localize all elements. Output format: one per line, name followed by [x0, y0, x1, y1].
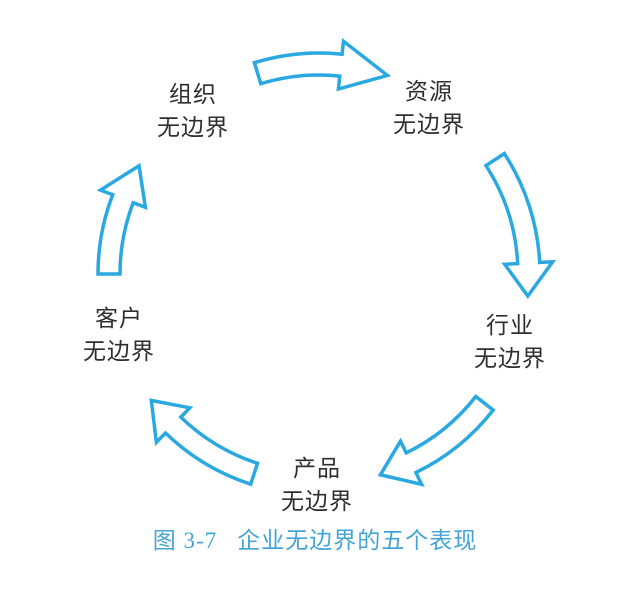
arrow-product-to-customer: [149, 398, 260, 487]
node-customer-line1: 客户: [95, 306, 143, 331]
node-customer-line2: 无边界: [83, 339, 155, 364]
node-product-line1: 产品: [293, 456, 341, 481]
node-industry-line2: 无边界: [474, 346, 546, 371]
node-industry: 行业 无边界: [474, 309, 546, 375]
arrow-resource-to-industry: [483, 151, 557, 299]
node-customer: 客户 无边界: [83, 302, 155, 368]
figure-caption: 图 3-7 企业无边界的五个表现: [153, 521, 477, 555]
node-resource-line2: 无边界: [393, 112, 465, 137]
node-industry-line1: 行业: [486, 313, 534, 338]
figure-title: 企业无边界的五个表现: [237, 528, 478, 553]
node-resource-line1: 资源: [405, 79, 453, 104]
node-product-line2: 无边界: [281, 489, 353, 514]
node-organization-line2: 无边界: [157, 115, 229, 140]
arrow-industry-to-product: [377, 394, 496, 487]
arrow-organization-to-resource: [252, 37, 392, 92]
node-organization: 组织 无边界: [157, 78, 229, 144]
arrow-customer-to-organization: [96, 162, 148, 276]
node-organization-line1: 组织: [169, 82, 217, 107]
figure-number: 图 3-7: [152, 528, 218, 553]
node-resource: 资源 无边界: [393, 75, 465, 141]
node-product: 产品 无边界: [281, 452, 353, 518]
